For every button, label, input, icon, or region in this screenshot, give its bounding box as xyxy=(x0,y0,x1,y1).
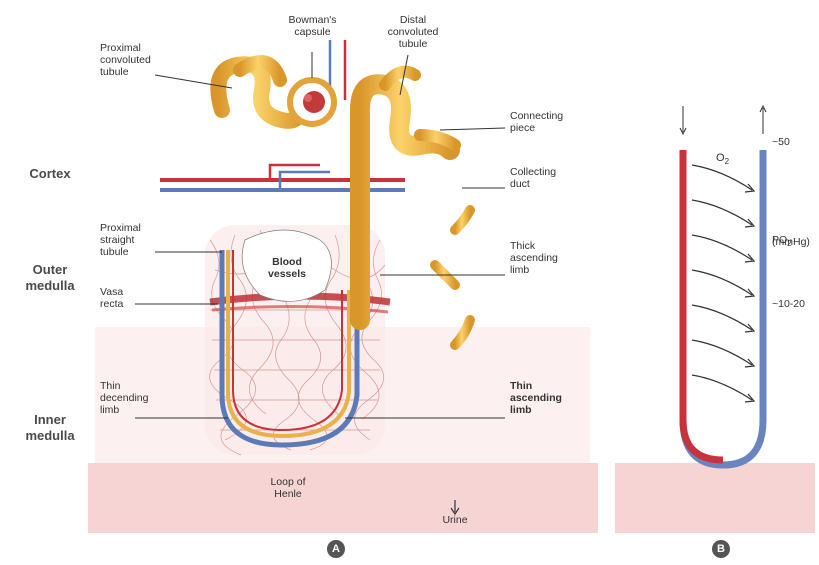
o2-text: O xyxy=(716,152,725,164)
oxygen-diffusion-arrows xyxy=(692,165,754,402)
thin-ascending-limb-label: Thin ascending limb xyxy=(510,380,590,416)
po2-mid-value: ~10-20 xyxy=(772,298,805,310)
bowmans-capsule-label: Bowman's capsule xyxy=(275,14,350,38)
connecting-piece-label: Connecting piece xyxy=(510,110,590,134)
blood-vessels-label: Blood vessels xyxy=(262,256,312,280)
urine-label: Urine xyxy=(430,514,480,526)
po2-top-value: ~50 xyxy=(772,136,790,148)
panel-a-badge: A xyxy=(327,540,345,558)
thin-descending-limb-label: Thin decending limb xyxy=(100,380,170,416)
o2-subscript: 2 xyxy=(725,157,729,166)
collecting-duct-label: Collecting duct xyxy=(510,166,590,190)
loop-of-henle-label: Loop of Henle xyxy=(258,476,318,500)
o2-label: O2 xyxy=(716,140,729,168)
po2-unit: (mmHg) xyxy=(772,236,810,248)
proximal-convoluted-tubule-label: Proximal convoluted tubule xyxy=(100,42,170,78)
panel-b-badge: B xyxy=(712,540,730,558)
distal-convoluted-tubule-label: Distal convoluted tubule xyxy=(378,14,448,50)
proximal-straight-tubule-label: Proximal straight tubule xyxy=(100,222,170,258)
thick-ascending-limb-label: Thick ascending limb xyxy=(510,240,590,276)
inner-medulla-label: Inner medulla xyxy=(10,412,90,444)
vasa-recta-label: Vasa recta xyxy=(100,286,160,310)
cortex-label: Cortex xyxy=(10,166,90,182)
outer-medulla-label: Outer medulla xyxy=(10,262,90,294)
